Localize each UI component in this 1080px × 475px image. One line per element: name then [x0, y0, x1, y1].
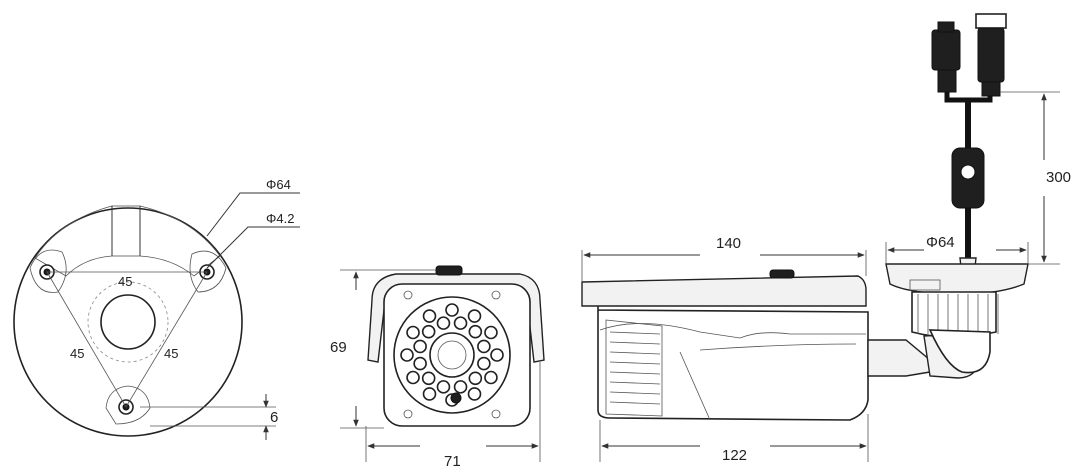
- side-length-bottom-label: 122: [722, 447, 747, 464]
- side-cooling-fins: [609, 331, 661, 405]
- front-height-label: 69: [330, 339, 347, 356]
- light-sensor: [450, 392, 462, 404]
- ir-led: [422, 387, 437, 401]
- mount-center-hole: [100, 294, 156, 350]
- ir-led: [477, 339, 491, 354]
- ir-led: [421, 371, 436, 386]
- ir-led: [467, 387, 482, 401]
- cooling-fin: [609, 351, 661, 355]
- ir-led: [436, 316, 451, 330]
- connector-right: [975, 13, 1007, 97]
- cooling-fin: [609, 391, 661, 395]
- side-length-top-label: 140: [716, 235, 741, 252]
- ir-led: [406, 370, 420, 385]
- front-top-knob: [435, 265, 463, 276]
- ir-led: [400, 348, 414, 362]
- ir-led: [467, 309, 482, 323]
- camera-front-view: 69 71: [330, 265, 545, 470]
- cable-length-label: 300: [1046, 169, 1071, 186]
- cooling-fin: [609, 341, 661, 345]
- ir-led: [468, 371, 483, 386]
- connector-left: [931, 21, 961, 93]
- ir-led: [468, 324, 483, 339]
- side-housing: [597, 306, 869, 421]
- ir-led: [422, 309, 437, 323]
- ir-led: [436, 380, 451, 394]
- ir-led: [477, 356, 491, 371]
- cooling-fin: [609, 361, 661, 365]
- cooling-fin: [609, 331, 661, 335]
- base-diameter-label: Φ64: [926, 234, 955, 251]
- base-neck: [928, 329, 991, 374]
- cooling-fin: [609, 381, 661, 385]
- mount-base-view: 45 45 45 Φ64 Φ4.2 6: [13, 177, 300, 440]
- angle-right-label: 45: [164, 346, 178, 361]
- side-bracket-arm: [867, 339, 931, 377]
- ir-led: [406, 325, 420, 340]
- front-lens: [429, 332, 475, 378]
- hole-diameter-label: Φ4.2: [266, 211, 294, 226]
- front-width-label: 71: [444, 453, 461, 470]
- ir-led: [484, 325, 498, 340]
- side-sunshield: [581, 275, 867, 307]
- cooling-fin: [609, 401, 661, 405]
- ir-led: [421, 324, 436, 339]
- angle-left-label: 45: [70, 346, 84, 361]
- angle-top-label: 45: [118, 274, 132, 289]
- mount-diameter-label: Φ64: [266, 177, 291, 192]
- angle-triangle: [46, 271, 208, 408]
- ir-led-ring: [400, 303, 504, 407]
- bottom-offset-label: 6: [270, 409, 278, 426]
- ir-led: [490, 348, 504, 362]
- ir-led: [413, 339, 427, 354]
- cooling-fin: [609, 371, 661, 375]
- ir-led: [453, 380, 468, 394]
- base-plate: [885, 263, 1029, 295]
- camera-side-view: 140 122: [581, 235, 981, 464]
- ir-led: [453, 316, 468, 330]
- ir-led: [484, 370, 498, 385]
- side-top-knob: [769, 269, 795, 279]
- ir-led: [413, 356, 427, 371]
- cable-base-view: 300 Φ64: [885, 13, 1071, 374]
- ir-led: [445, 303, 459, 317]
